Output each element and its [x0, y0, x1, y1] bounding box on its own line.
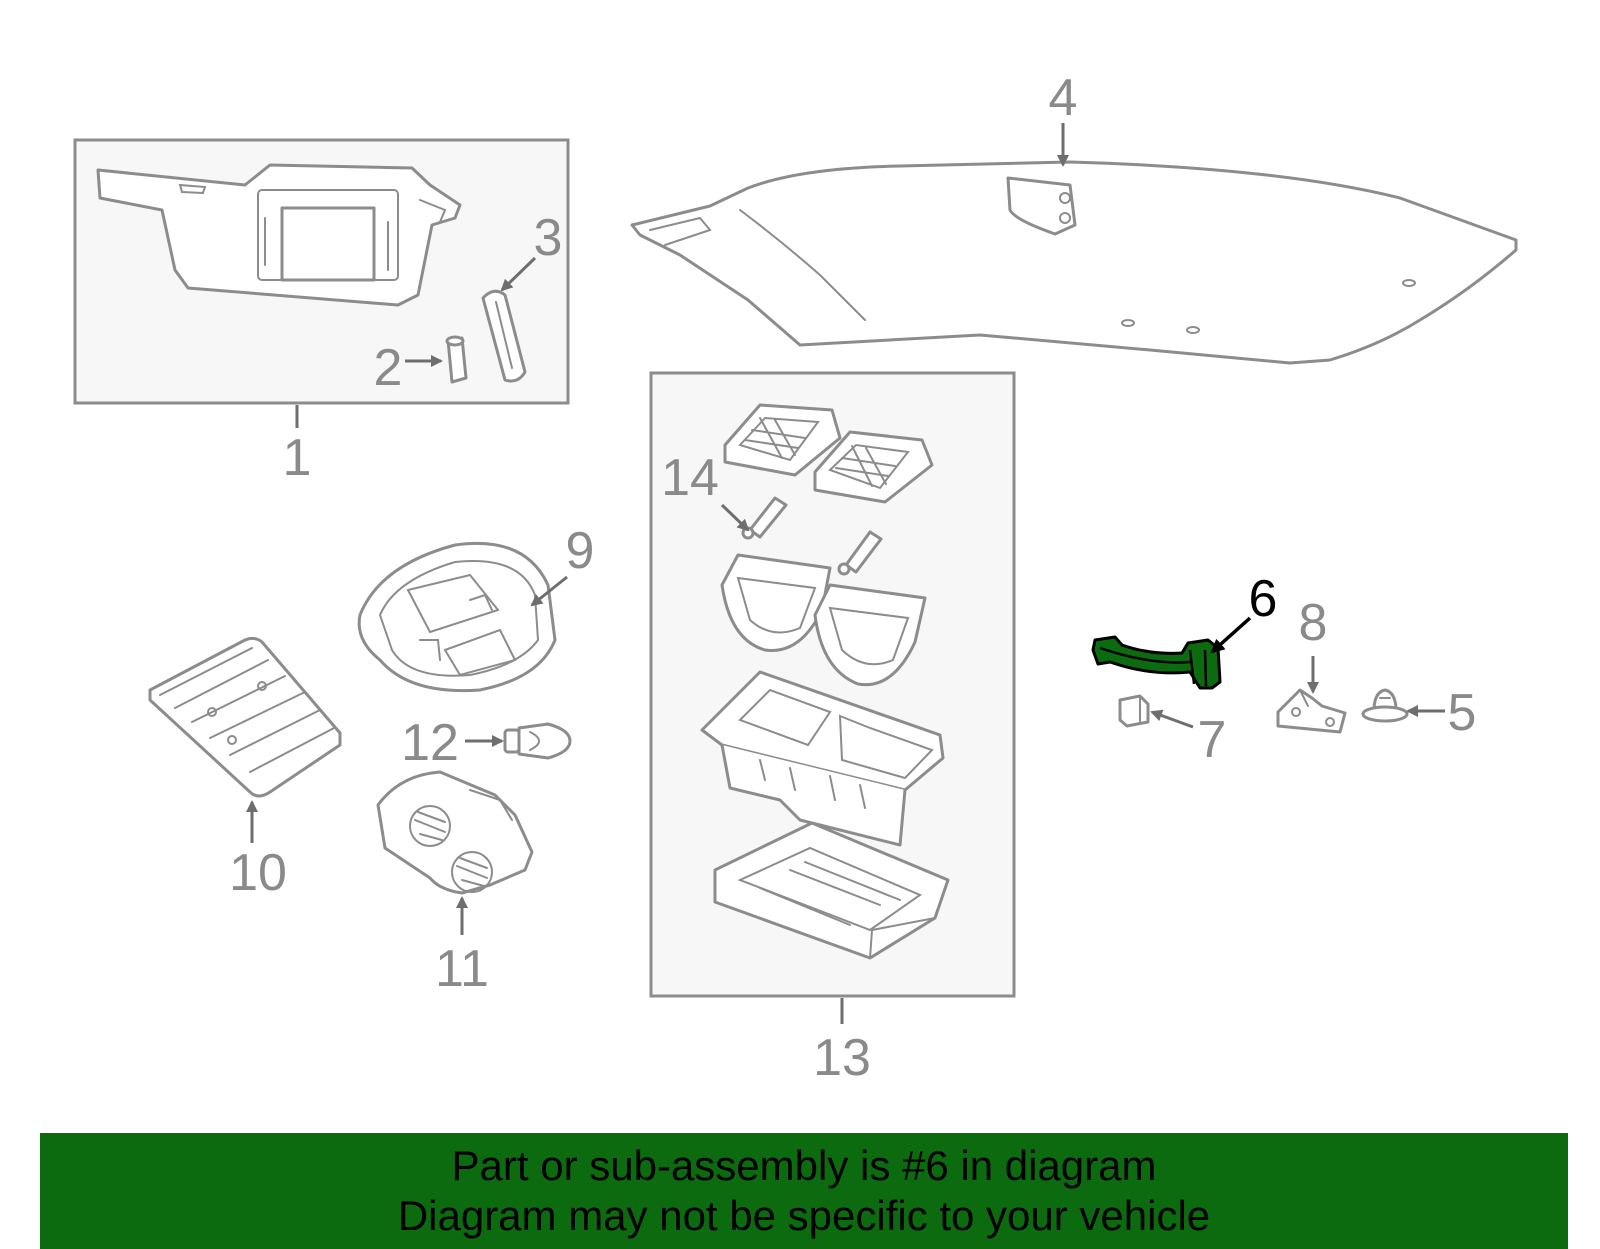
- leader-9: [530, 575, 568, 607]
- callout-6: 6: [1249, 570, 1278, 628]
- callout-12: 12: [401, 714, 459, 772]
- callout-7: 7: [1198, 711, 1227, 769]
- callout-2: 2: [374, 339, 403, 397]
- callout-11: 11: [435, 940, 489, 998]
- map-lamp-11: [376, 770, 534, 895]
- bulb-12: [503, 722, 572, 760]
- leader-3: [500, 256, 537, 292]
- leader-6: [1210, 616, 1252, 654]
- leader-lines: [246, 123, 1445, 1024]
- headliner: [630, 160, 1518, 365]
- callout-10: 10: [229, 844, 287, 902]
- lamp-lens-10: [148, 636, 342, 798]
- overhead-console-assembly: [649, 371, 1016, 998]
- callout-numbers: 1 2 3 4 5 6 7 8 9 10 11 12 13 14: [229, 69, 1476, 1087]
- callout-14: 14: [661, 449, 719, 507]
- assist-handle-6: [1091, 635, 1222, 690]
- clip-7: [1118, 694, 1150, 728]
- leader-14: [720, 503, 750, 532]
- callout-8: 8: [1299, 594, 1328, 652]
- callout-3: 3: [534, 209, 563, 267]
- sun-visor-assembly: [73, 138, 570, 405]
- info-banner: Part or sub-assembly is #6 in diagram Di…: [40, 1133, 1568, 1249]
- callout-1: 1: [283, 429, 312, 487]
- callout-5: 5: [1448, 684, 1477, 742]
- leader-7: [1150, 709, 1194, 729]
- banner-line-part: Part or sub-assembly is #6 in diagram: [451, 1142, 1157, 1189]
- bulb-small-2: [445, 335, 468, 384]
- retainer-5: [1361, 688, 1409, 723]
- banner-line-disclaimer: Diagram may not be specific to your vehi…: [397, 1192, 1211, 1239]
- callout-13: 13: [813, 1029, 871, 1087]
- dome-lamp-housing-9: [357, 541, 557, 693]
- callout-4: 4: [1049, 69, 1078, 127]
- mirror-lens-3: [481, 289, 527, 383]
- callout-9: 9: [566, 522, 595, 580]
- bracket-8: [1276, 688, 1347, 734]
